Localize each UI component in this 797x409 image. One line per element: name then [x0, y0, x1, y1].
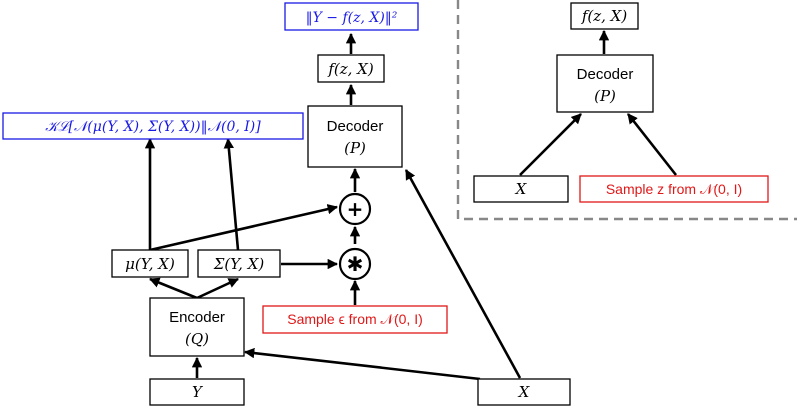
- loss-label: ‖Y − f(z, X)‖²: [306, 10, 398, 26]
- y-input-label: Y: [192, 383, 204, 401]
- plus-operator: +: [338, 192, 372, 226]
- arrow-mu-to-plus: [149, 204, 339, 252]
- sample-epsilon-label: Sample ϵ from 𝒩(0, I): [287, 311, 423, 327]
- output-label: f(z, X): [327, 60, 374, 78]
- gen-x-input-label: X: [515, 180, 528, 198]
- plus-symbol: +: [347, 197, 364, 221]
- decoder-box: Decoder (P): [307, 105, 403, 168]
- kl-label: 𝒦ℒ[𝒩(μ(Y, X), Σ(Y, X))‖𝒩(0, I)]: [45, 119, 261, 135]
- gen-output-box: f(z, X): [570, 2, 639, 30]
- loss-box: ‖Y − f(z, X)‖²: [284, 2, 419, 31]
- times-operator: ✱: [338, 247, 372, 281]
- sigma-box: Σ(Y, X): [197, 249, 281, 278]
- decoder-subtitle: (P): [344, 139, 366, 157]
- gen-x-input-box: X: [473, 175, 569, 203]
- encoder-box: Encoder (Q): [149, 297, 245, 357]
- x-input-label: X: [518, 383, 531, 401]
- gen-decoder-subtitle: (P): [594, 87, 616, 105]
- arrow-encoder-to-mu: [149, 277, 198, 300]
- mu-box: μ(Y, X): [111, 249, 189, 278]
- gen-decoder-box: Decoder (P): [556, 54, 654, 113]
- sample-z-box: Sample z from 𝒩(0, I): [579, 175, 769, 203]
- arrow-sigma-to-kl: [223, 137, 240, 251]
- section-divider: [456, 0, 797, 221]
- arrow-encoder-to-sigma: [196, 277, 239, 300]
- sample-z-label: Sample z from 𝒩(0, I): [606, 181, 742, 197]
- arrow-x-to-encoder: [243, 347, 481, 381]
- arrow-gen-x-to-decoder: [519, 113, 582, 176]
- gen-decoder-title: Decoder: [577, 66, 634, 83]
- decoder-title: Decoder: [327, 118, 384, 135]
- encoder-subtitle: (Q): [185, 330, 209, 348]
- arrow-x-to-decoder: [404, 169, 522, 379]
- sample-epsilon-box: Sample ϵ from 𝒩(0, I): [262, 305, 448, 334]
- arrow-gen-z-to-decoder: [626, 113, 678, 176]
- kl-box: 𝒦ℒ[𝒩(μ(Y, X), Σ(Y, X))‖𝒩(0, I)]: [2, 112, 304, 140]
- sigma-label: Σ(Y, X): [213, 255, 265, 273]
- gen-output-label: f(z, X): [581, 7, 628, 25]
- encoder-title: Encoder: [169, 309, 225, 326]
- x-input-box: X: [477, 378, 571, 406]
- times-symbol: ✱: [347, 252, 364, 276]
- mu-label: μ(Y, X): [125, 255, 175, 273]
- output-box: f(z, X): [317, 54, 385, 83]
- y-input-box: Y: [149, 378, 245, 406]
